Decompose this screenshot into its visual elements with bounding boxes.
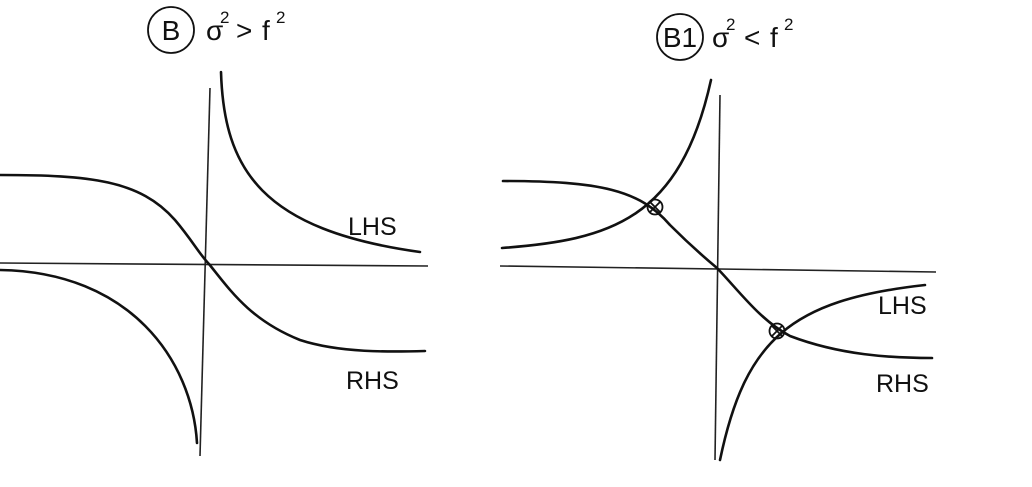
panel-b-lhs-curve-upper — [219, 70, 422, 254]
panel-b-lhs-curve-lower — [0, 268, 199, 445]
panel-b1-rhs-label: RHS — [876, 370, 929, 398]
panel-b-sigma: σ — [206, 15, 223, 46]
panel-b: B σ 2 > f 2 LHS RHS — [0, 6, 429, 457]
panel-b1-intersection-upper — [646, 198, 664, 216]
panel-b-relation: > — [236, 15, 252, 46]
panel-b-title: B σ 2 > f 2 — [147, 6, 285, 54]
panel-b-x-axis — [0, 262, 429, 267]
panel-b-y-axis — [199, 87, 211, 457]
panel-b1-lhs-label: LHS — [878, 292, 927, 320]
panel-b-sigma-exp: 2 — [220, 8, 229, 27]
panel-b1-intersection-lower — [768, 322, 786, 340]
panel-b1-rhs-curve — [501, 179, 934, 360]
panel-b-badge: B — [162, 15, 181, 46]
panel-b1-badge-circle — [656, 13, 704, 61]
panel-b1-sigma-exp: 2 — [726, 15, 735, 34]
panel-b1-f: f — [770, 22, 778, 53]
panel-b1-badge: B1 — [663, 22, 697, 53]
panel-b-rhs-curve — [0, 173, 427, 353]
panel-b1-y-axis — [714, 94, 721, 461]
panel-b1-sigma: σ — [712, 22, 729, 53]
panel-b1: B1 σ 2 < f 2 LHS RHS — [499, 13, 937, 462]
panel-b-badge-circle — [147, 6, 195, 54]
panel-b1-relation: < — [744, 22, 760, 53]
panel-b1-title: B1 σ 2 < f 2 — [656, 13, 793, 61]
panel-b1-lhs-curve-lower — [718, 283, 927, 462]
panel-b1-lhs-curve-upper — [500, 78, 713, 250]
panel-b-lhs-label: LHS — [348, 213, 397, 241]
panel-b-rhs-label: RHS — [346, 367, 399, 395]
panel-b1-f-exp: 2 — [784, 15, 793, 34]
panel-b-f: f — [262, 15, 270, 46]
panel-b-f-exp: 2 — [276, 8, 285, 27]
